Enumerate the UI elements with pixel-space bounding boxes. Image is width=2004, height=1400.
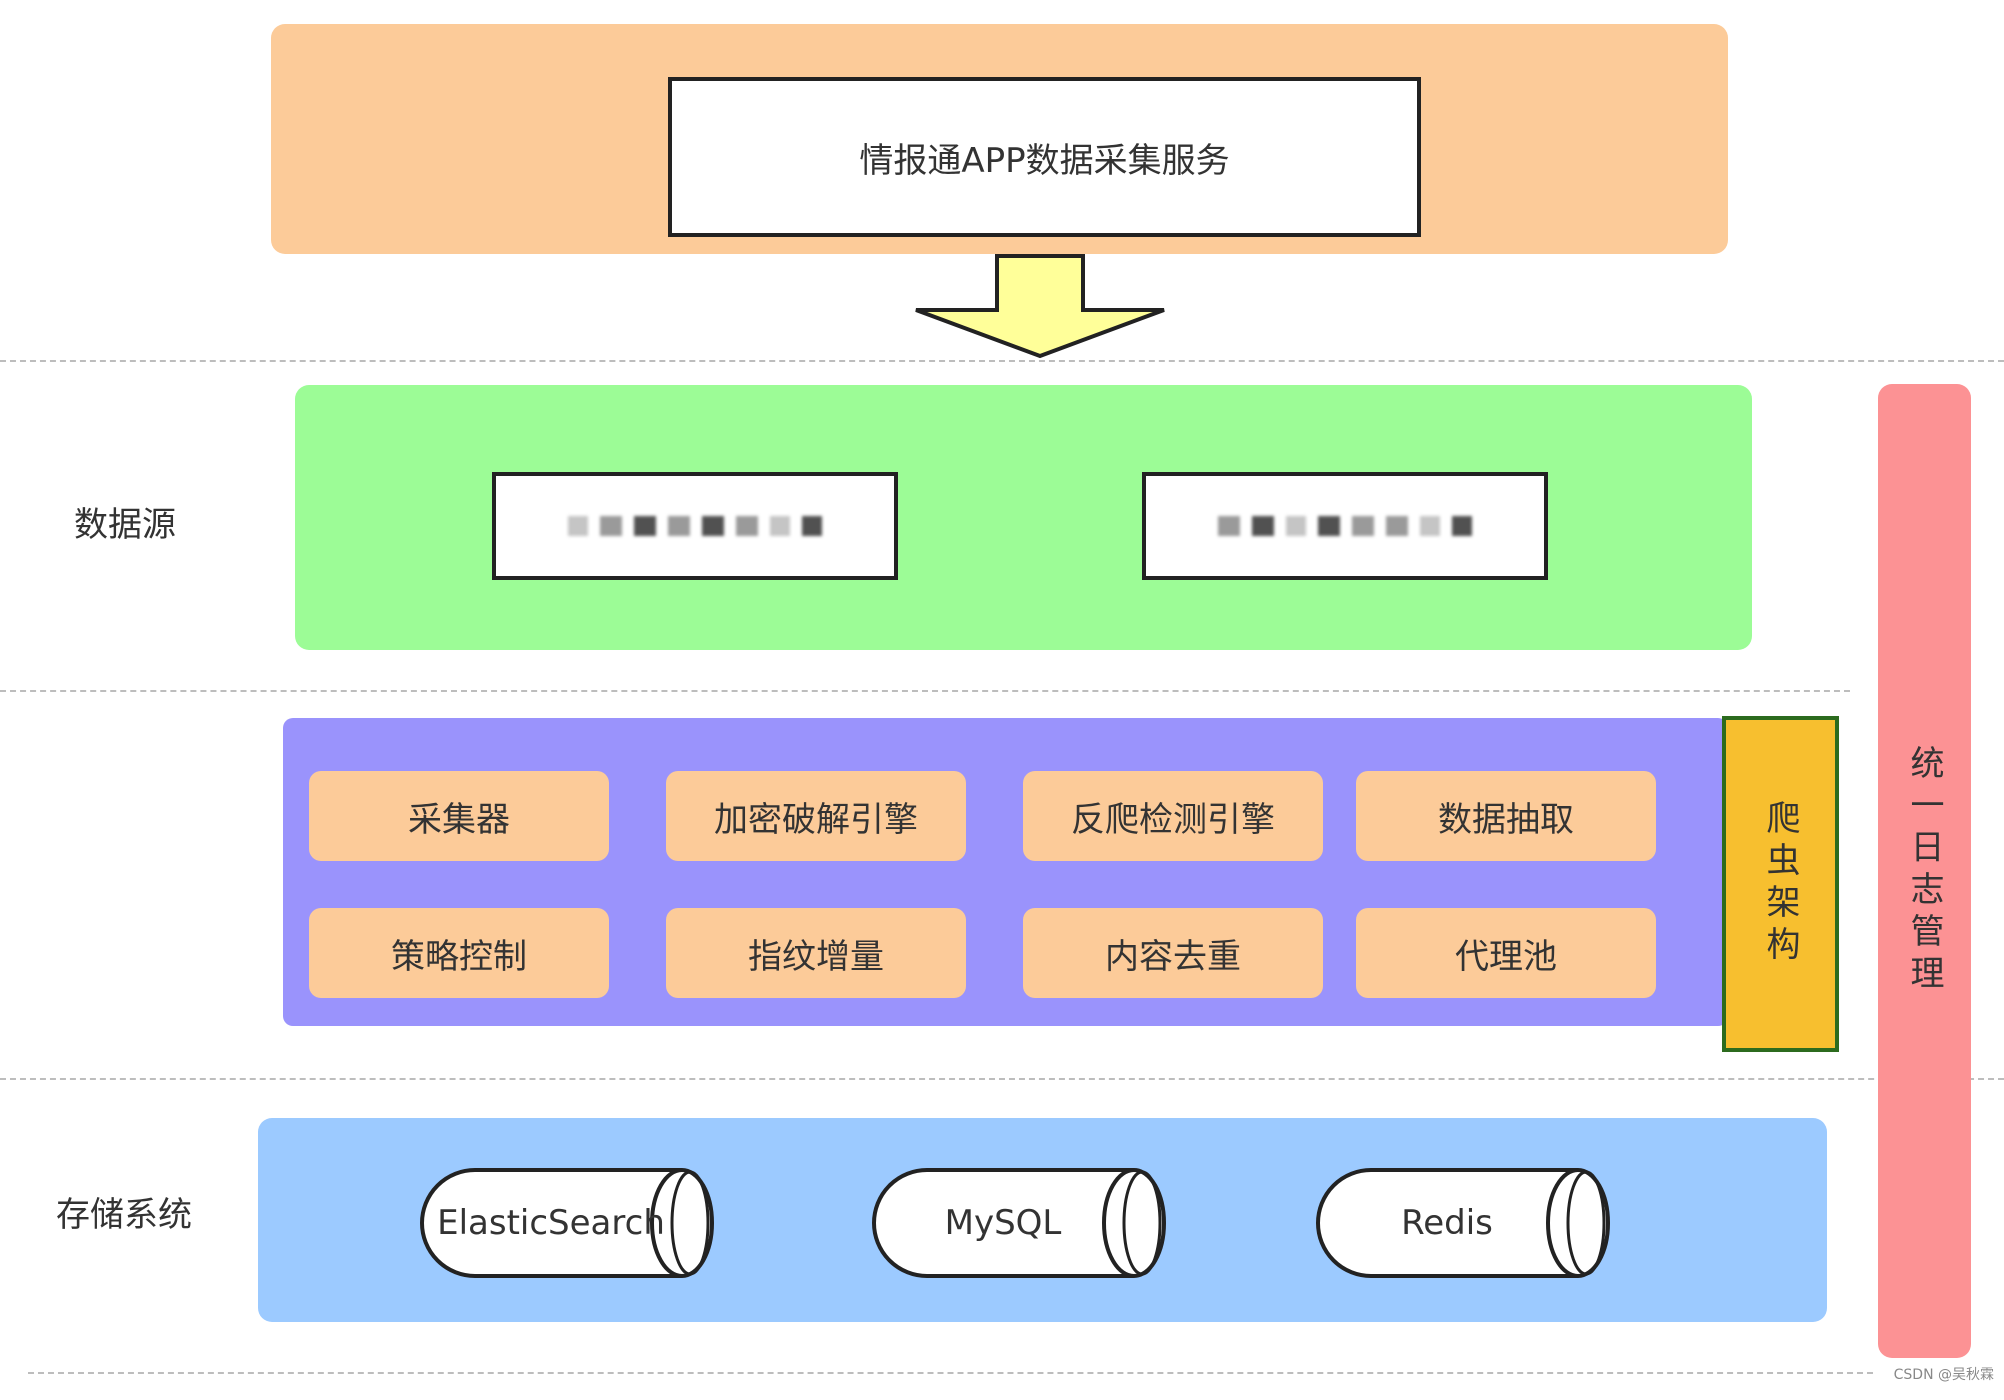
crawler-module: 内容去重 bbox=[1023, 908, 1323, 998]
cylinder-icon bbox=[1316, 1168, 1610, 1278]
crawler-module: 代理池 bbox=[1356, 908, 1656, 998]
database-cylinder: MySQL bbox=[872, 1168, 1172, 1278]
redacted-text bbox=[568, 516, 822, 536]
storage-label: 存储系统 bbox=[56, 1195, 192, 1235]
service-box: 情报通APP数据采集服务 bbox=[668, 77, 1421, 237]
separator-line bbox=[0, 1078, 2004, 1080]
crawler-module: 指纹增量 bbox=[666, 908, 966, 998]
separator-line bbox=[28, 1372, 1873, 1374]
database-cylinder: ElasticSearch bbox=[420, 1168, 720, 1278]
service-title: 情报通APP数据采集服务 bbox=[859, 140, 1230, 181]
crawler-architecture-box: 爬虫架构 bbox=[1722, 716, 1839, 1052]
separator-line bbox=[0, 360, 2004, 362]
crawler-module: 加密破解引擎 bbox=[666, 771, 966, 861]
separator-line bbox=[0, 690, 1850, 692]
down-arrow-icon bbox=[915, 254, 1165, 359]
log-management-bar: 统一日志管理 bbox=[1878, 384, 1971, 1358]
database-cylinder: Redis bbox=[1316, 1168, 1616, 1278]
crawler-module: 数据抽取 bbox=[1356, 771, 1656, 861]
watermark: CSDN @吴秋霖 bbox=[1893, 1367, 1994, 1383]
cylinder-icon bbox=[420, 1168, 714, 1278]
crawler-module: 采集器 bbox=[309, 771, 609, 861]
data-source-box bbox=[492, 472, 898, 580]
database-name: MySQL bbox=[944, 1203, 1062, 1243]
data-source-box bbox=[1142, 472, 1548, 580]
log-management-label: 统一日志管理 bbox=[1904, 745, 1944, 997]
crawler-module: 反爬检测引擎 bbox=[1023, 771, 1323, 861]
cylinder-icon bbox=[872, 1168, 1166, 1278]
data-source-label: 数据源 bbox=[74, 505, 176, 545]
crawler-architecture-label: 爬虫架构 bbox=[1760, 800, 1800, 968]
redacted-text bbox=[1218, 516, 1472, 536]
database-name: ElasticSearch bbox=[437, 1203, 665, 1243]
database-name: Redis bbox=[1401, 1203, 1493, 1243]
crawler-module: 策略控制 bbox=[309, 908, 609, 998]
